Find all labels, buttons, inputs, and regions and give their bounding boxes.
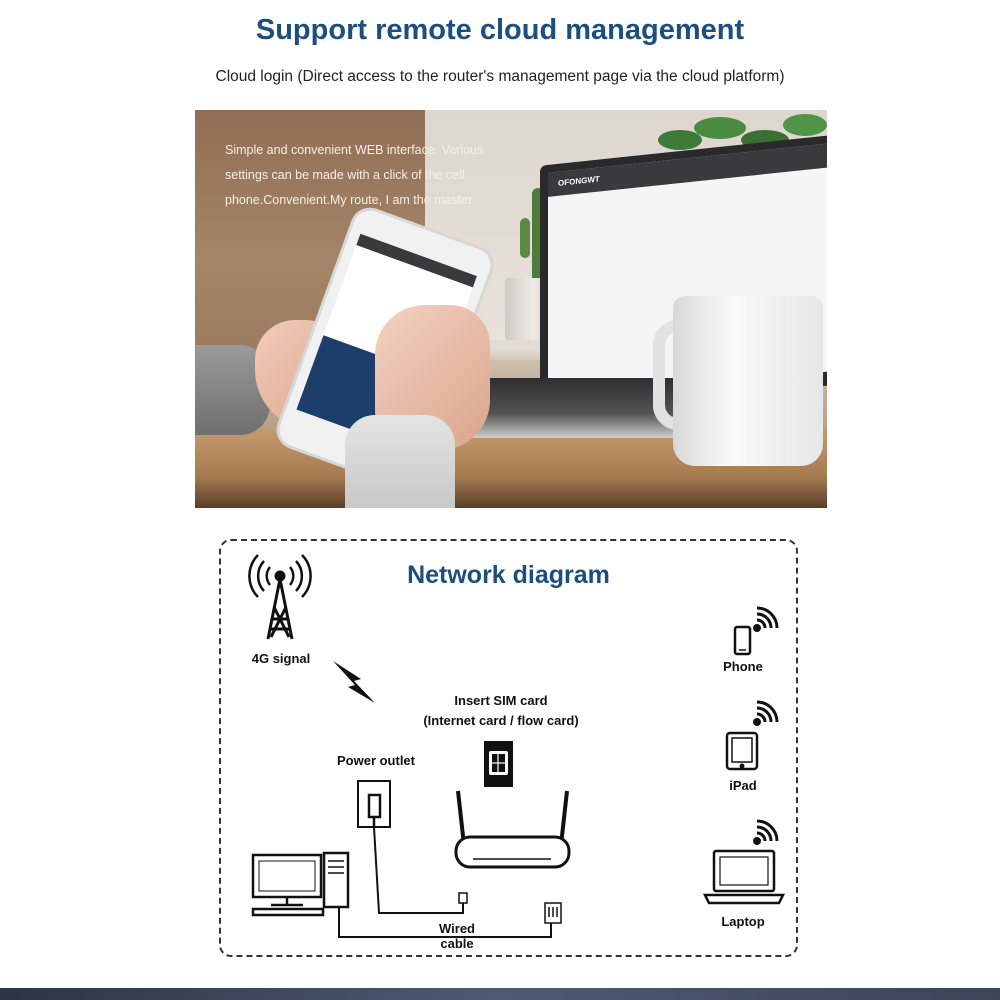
power-label: Power outlet xyxy=(336,753,415,768)
wifi-icon xyxy=(753,819,779,845)
network-diagram: Network diagram xyxy=(219,539,798,957)
diagram-title: Network diagram xyxy=(407,561,610,589)
tablet-icon xyxy=(725,731,759,771)
page-subtitle: Cloud login (Direct access to the router… xyxy=(215,68,785,85)
page-title: Support remote cloud management xyxy=(255,14,745,46)
cable-label-line2: cable xyxy=(440,936,474,951)
wifi-icon xyxy=(753,700,779,726)
phone-icon xyxy=(733,625,752,656)
cable-label-line1: Wired xyxy=(439,921,475,936)
sim-card-icon xyxy=(484,741,513,787)
device-phone-label: Phone xyxy=(723,659,763,674)
product-photo: OFONGWT Simple and convenient WEB interf… xyxy=(195,110,827,508)
diagram-drawing xyxy=(248,554,786,938)
signal-label: 4G signal xyxy=(251,651,311,666)
right-sleeve xyxy=(345,415,455,508)
laptop-icon xyxy=(702,849,786,905)
sim-label-line1: Insert SIM card xyxy=(454,693,548,708)
lightning-icon xyxy=(333,661,375,703)
photo-caption: Simple and convenient WEB interface. Var… xyxy=(225,143,484,207)
footer-bar xyxy=(0,988,1000,1000)
ethernet-plug-icon xyxy=(458,892,562,924)
desktop-computer-icon xyxy=(251,851,350,917)
router-icon xyxy=(454,790,571,869)
power-plug-icon xyxy=(357,780,391,828)
wifi-icon xyxy=(753,606,779,632)
sim-label-line2: (Internet card / flow card) xyxy=(423,713,579,728)
cell-tower-icon xyxy=(248,554,312,640)
device-laptop-label: Laptop xyxy=(721,914,765,929)
coffee-mug xyxy=(673,296,823,466)
device-ipad-label: iPad xyxy=(729,778,757,793)
